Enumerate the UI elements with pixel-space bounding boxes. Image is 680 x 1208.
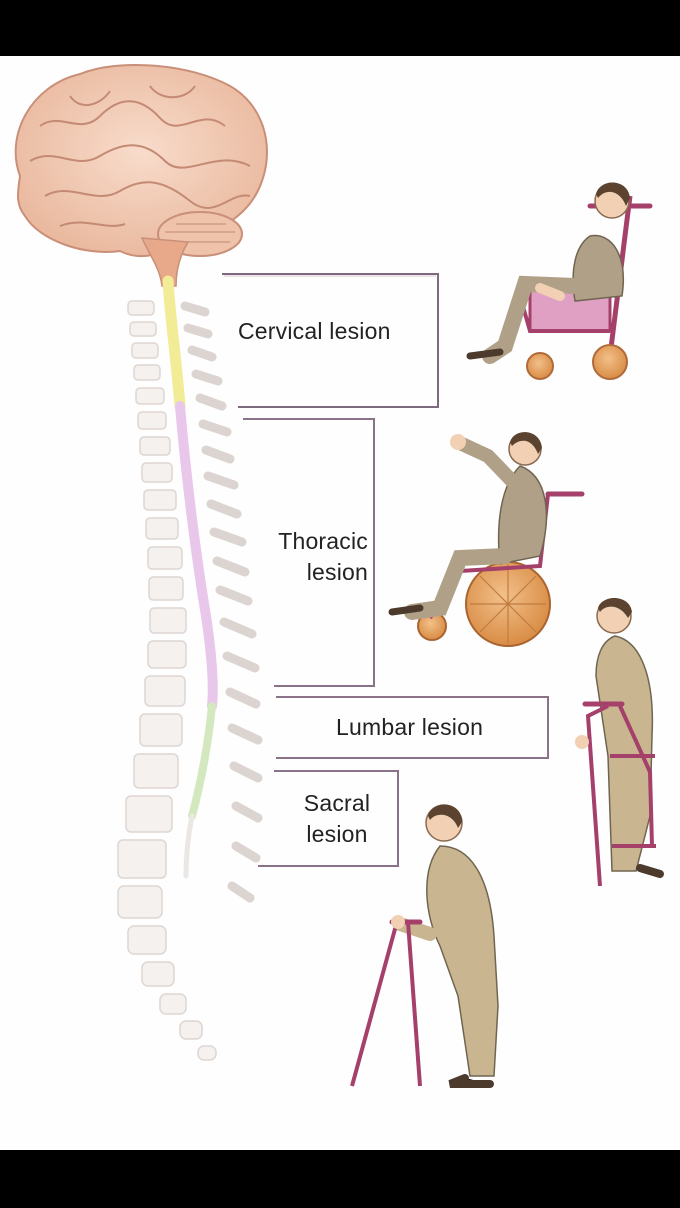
top-black-bar [0,0,680,56]
spinal-cord [162,275,218,879]
level-brackets [222,273,549,867]
lumbar-crutch-figure [575,597,664,887]
thoracic-wheelchair-figure [388,432,585,647]
vertebral-column [117,300,263,1061]
brain-illustration [14,63,268,287]
sacral-walker-figure [350,804,499,1088]
cervical-wheelchair-figure [466,182,653,380]
thoracic-lesion-label: Thoracic lesion [278,528,368,585]
spinal-lesion-diagram: Cervical lesion Thoracic lesion Lumbar l… [0,56,680,1150]
cervical-lesion-label: Cervical lesion [238,318,391,344]
lumbar-lesion-label: Lumbar lesion [336,714,484,740]
sacral-lesion-label: Sacral lesion [303,790,371,847]
bottom-black-bar [0,1150,680,1208]
illustration [14,63,664,1088]
